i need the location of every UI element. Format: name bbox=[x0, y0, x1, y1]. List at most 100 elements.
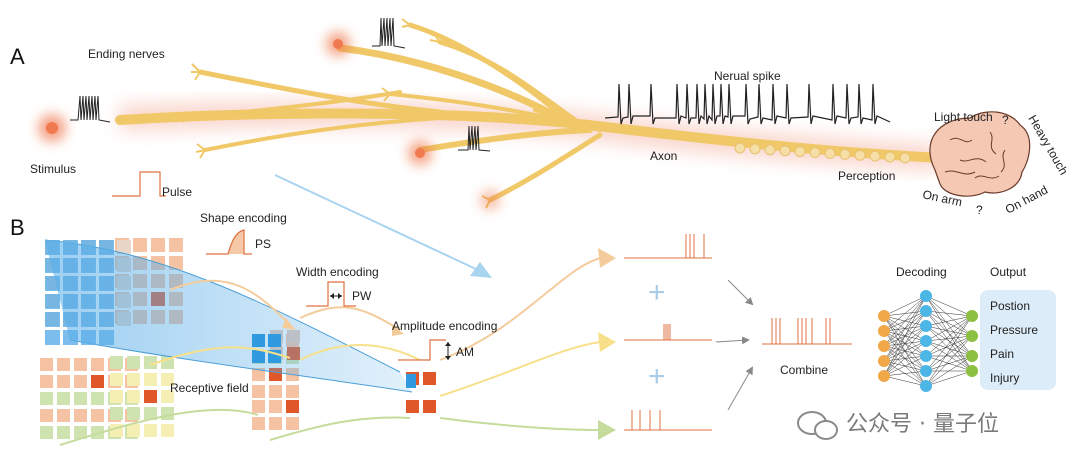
hidden-node bbox=[920, 380, 932, 392]
blue-cell bbox=[63, 330, 78, 345]
hidden-node bbox=[920, 305, 932, 317]
grid-cell bbox=[57, 375, 70, 388]
label-question-mark-2: ? bbox=[976, 203, 983, 217]
grid-cell bbox=[252, 368, 265, 381]
encoded-spike-trains bbox=[624, 234, 852, 431]
label-heavy-touch: Heavy touch bbox=[1025, 113, 1070, 178]
blue-cell bbox=[81, 312, 96, 327]
connection bbox=[925, 355, 973, 372]
axon-node bbox=[749, 143, 761, 155]
grid-cell bbox=[252, 417, 265, 430]
output-node bbox=[966, 330, 978, 342]
grid-cell bbox=[161, 390, 174, 403]
blue-cell bbox=[45, 240, 60, 255]
blue-cell bbox=[81, 258, 96, 273]
connection bbox=[925, 325, 973, 357]
connection bbox=[925, 315, 973, 387]
blue-cell bbox=[99, 330, 114, 345]
grid-cell bbox=[110, 356, 123, 369]
grid-cell bbox=[161, 424, 174, 437]
blue-cell bbox=[45, 330, 60, 345]
train-shape bbox=[624, 234, 712, 259]
local-spike-bursts bbox=[70, 17, 491, 152]
axon-node bbox=[779, 145, 791, 157]
label-receptive-field: Receptive field bbox=[170, 381, 249, 395]
nerve-tree bbox=[115, 22, 945, 203]
connection bbox=[925, 315, 973, 372]
connection bbox=[925, 310, 973, 357]
axon-node bbox=[794, 146, 806, 158]
brain-icon bbox=[929, 111, 1031, 197]
connection bbox=[883, 295, 927, 332]
grid-cell bbox=[40, 426, 53, 439]
connection bbox=[883, 295, 927, 362]
grid-cell bbox=[117, 240, 131, 254]
axon-node bbox=[839, 148, 851, 160]
connection bbox=[925, 325, 973, 337]
train-combined bbox=[762, 318, 852, 345]
grid-cell bbox=[144, 373, 157, 386]
output-node bbox=[966, 350, 978, 362]
grid-cell bbox=[40, 375, 53, 388]
grid-cell bbox=[91, 358, 104, 371]
connection bbox=[883, 370, 927, 377]
grid-cell bbox=[252, 400, 265, 413]
grid-cell bbox=[286, 400, 299, 413]
label-shape-encoding: Shape encoding bbox=[200, 211, 287, 225]
hidden-node bbox=[920, 335, 932, 347]
output-item-position: Postion bbox=[990, 299, 1030, 313]
connection bbox=[925, 335, 973, 372]
blue-cell bbox=[63, 276, 78, 291]
plus-sign-2: + bbox=[648, 360, 666, 393]
grid-cell bbox=[169, 256, 183, 270]
grid-cell bbox=[91, 426, 104, 439]
grid-cell bbox=[423, 372, 436, 385]
connection bbox=[925, 370, 973, 387]
neural-spike-train bbox=[604, 83, 891, 125]
connection bbox=[883, 340, 927, 377]
amplitude-encoding-symbol bbox=[398, 339, 451, 361]
blue-cell bbox=[63, 258, 78, 273]
blue-cell bbox=[81, 294, 96, 309]
grid-cell bbox=[269, 400, 282, 413]
flow-curves bbox=[59, 257, 601, 446]
grid-cell bbox=[40, 358, 53, 371]
connection bbox=[925, 295, 973, 357]
grid-mid-lower bbox=[252, 400, 299, 430]
stimulus-glows bbox=[38, 32, 500, 210]
grid-cell bbox=[74, 409, 87, 422]
grid-cell bbox=[161, 407, 174, 420]
train-width bbox=[624, 410, 712, 431]
label-axon: Axon bbox=[650, 149, 677, 163]
axon-node bbox=[824, 147, 836, 159]
label-pulse: Pulse bbox=[162, 185, 192, 199]
label-ps: PS bbox=[255, 237, 271, 251]
blue-cell bbox=[45, 312, 60, 327]
width-encoding-symbol bbox=[306, 281, 356, 307]
blue-cell bbox=[99, 312, 114, 327]
link-arrow bbox=[274, 174, 492, 278]
grid-cell bbox=[127, 407, 140, 420]
connection bbox=[925, 295, 973, 337]
label-question-mark-1: ? bbox=[1002, 113, 1009, 127]
axon-node bbox=[734, 142, 746, 154]
blue-cell bbox=[99, 276, 114, 291]
plus-sign-1: + bbox=[648, 276, 666, 309]
output-item-pain: Pain bbox=[990, 347, 1014, 361]
grid-cell bbox=[423, 400, 436, 413]
grid-cell bbox=[269, 417, 282, 430]
grid-cell bbox=[144, 356, 157, 369]
hidden-node bbox=[920, 365, 932, 377]
pulse-symbol bbox=[112, 171, 166, 197]
connection bbox=[883, 295, 927, 317]
grid-cell bbox=[144, 390, 157, 403]
connection bbox=[925, 355, 973, 387]
grid-cell bbox=[252, 385, 265, 398]
blue-cell bbox=[99, 294, 114, 309]
hidden-node bbox=[920, 320, 932, 332]
blue-cell bbox=[81, 240, 96, 255]
grid-cell bbox=[406, 400, 419, 413]
axon-node bbox=[899, 152, 911, 164]
connection bbox=[883, 295, 927, 347]
